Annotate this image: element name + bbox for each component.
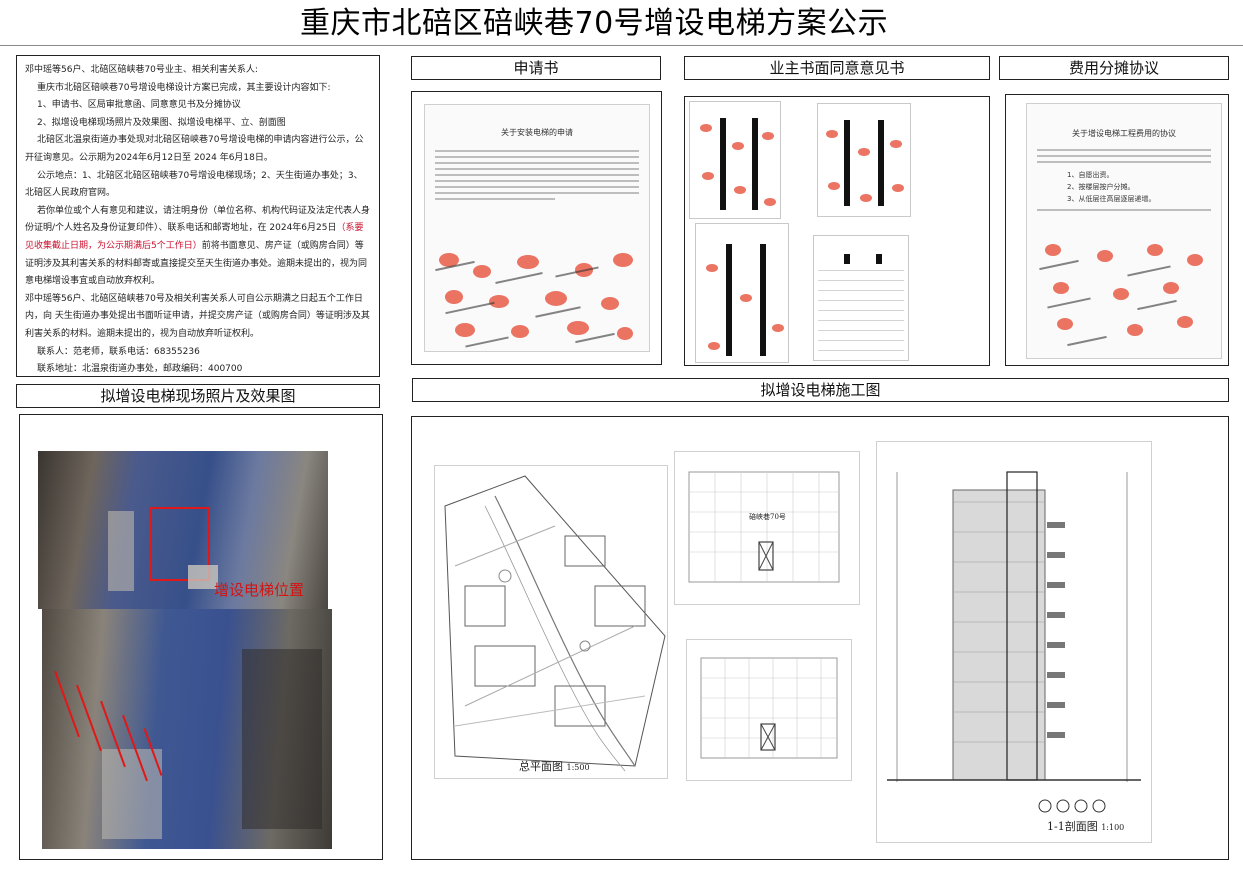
notice-para-2: 公示地点：1、北碚区北碚区碚峡巷70号增设电梯现场；2、天生街道办事处；3、北碚…: [25, 170, 363, 199]
application-doc-title: 关于安装电梯的申请: [501, 128, 573, 137]
application-frame: 关于安装电梯的申请: [411, 91, 662, 365]
floor-plan-2-svg: [700, 657, 838, 759]
notice-para-3b: 前将书面意见、房产证（或购房合同）等证明涉及其利害关系的材料邮寄或直接提交至天生…: [25, 240, 368, 287]
cost-item-2: 2、按楼层按户分摊。: [1067, 183, 1135, 191]
notice-para-1: 北碚区北温泉街道办事处现对北碚区碚峡巷70号增设电梯的申请内容进行公示，公开征询…: [25, 135, 364, 163]
notice-deadline-note: （系要见收集截止日期，为公示期满后5个工作日）: [25, 223, 364, 251]
section-title: 1-1剖面图: [1047, 820, 1098, 833]
title-divider: [0, 45, 1243, 46]
section-label-consent: 业主书面同意意见书: [684, 56, 990, 80]
consent-sheet-2: [817, 103, 911, 217]
notice-contact: 联系人：范老师，联系电话：68355236: [37, 346, 200, 357]
application-document: 关于安装电梯的申请: [424, 104, 650, 352]
floor-plan-1-svg: [688, 471, 840, 583]
cost-document: 关于增设电梯工程费用的协议 1、自愿出资。 2、按楼层按户分摊。 3、从低层往高…: [1026, 103, 1222, 359]
notice-greeting: 邓中瑶等56户、北碚区碚峡巷70号业主、相关利害关系人:: [25, 65, 258, 75]
cost-frame: 关于增设电梯工程费用的协议 1、自愿出资。 2、按楼层按户分摊。 3、从低层往高…: [1005, 94, 1229, 366]
notice-intro: 重庆市北碚区碚峡巷70号增设电梯设计方案已完成，其主要设计内容如下:: [37, 82, 331, 93]
section-scale: 1:100: [1101, 823, 1125, 832]
notice-address: 联系地址：北温泉街道办事处，邮政编码：400700: [37, 364, 243, 375]
page-title: 重庆市北碚区碚峡巷70号增设电梯方案公示: [300, 6, 889, 41]
notice-item-2: 2、拟增设电梯现场照片及效果图、拟增设电梯平、立、剖面图: [37, 117, 286, 128]
section-drawing: 1-1剖面图 1:100: [876, 441, 1152, 843]
section-label-application: 申请书: [411, 56, 661, 80]
floor-plan-2: [686, 639, 852, 781]
site-plan-title: 总平面图: [519, 760, 563, 773]
site-plan-label: 总平面图 1:500: [519, 758, 590, 774]
section-svg: [887, 471, 1141, 813]
notice-para-3a: 若你单位或个人有意见和建议，请注明身份（单位名称、机构代码证及法定代表人身份证明…: [25, 205, 371, 234]
notice-para-4: 邓中瑶等56户、北碚区碚峡巷70号及相关利害关系人可自公示期满之日起五个工作日内…: [25, 293, 370, 339]
floor-plan-1-label: 碚峡巷70号: [749, 513, 786, 521]
section-label-photos: 拟增设电梯现场照片及效果图: [16, 384, 380, 408]
notice-panel: 邓中瑶等56户、北碚区碚峡巷70号业主、相关利害关系人: 重庆市北碚区碚峡巷70…: [16, 55, 380, 377]
section-label-cost: 费用分摊协议: [999, 56, 1229, 80]
section-label-drawings: 拟增设电梯施工图: [412, 378, 1229, 402]
site-plan-svg: [444, 475, 666, 772]
consent-frame: [684, 96, 990, 366]
floor-plan-1: 碚峡巷70号: [674, 451, 860, 605]
consent-sheet-4: [813, 235, 909, 361]
elevator-position-label: 增设电梯位置: [214, 581, 305, 599]
notice-item-1: 1、申请书、区局审批意函、同意意见书及分摊协议: [37, 100, 241, 111]
cost-doc-title: 关于增设电梯工程费用的协议: [1072, 129, 1176, 138]
consent-sheet-3: [695, 223, 789, 363]
section-label: 1-1剖面图 1:100: [1047, 818, 1124, 834]
cost-item-1: 1、自愿出资。: [1067, 171, 1114, 179]
site-photo-top: 增设电梯位置: [38, 451, 328, 609]
notice-para-3: 若你单位或个人有意见和建议，请注明身份（单位名称、机构代码证及法定代表人身份证明…: [25, 203, 371, 291]
consent-sheet-1: [689, 101, 781, 219]
site-plan-scale: 1:500: [566, 763, 590, 772]
site-plan-drawing: 总平面图 1:500: [434, 465, 668, 779]
cost-item-3: 3、从低层往高层逐层递增。: [1067, 195, 1156, 203]
drawings-frame: 总平面图 1:500 碚峡巷70号: [411, 416, 1229, 860]
site-photo-bottom: [42, 609, 332, 849]
photos-frame: 增设电梯位置: [19, 414, 383, 860]
